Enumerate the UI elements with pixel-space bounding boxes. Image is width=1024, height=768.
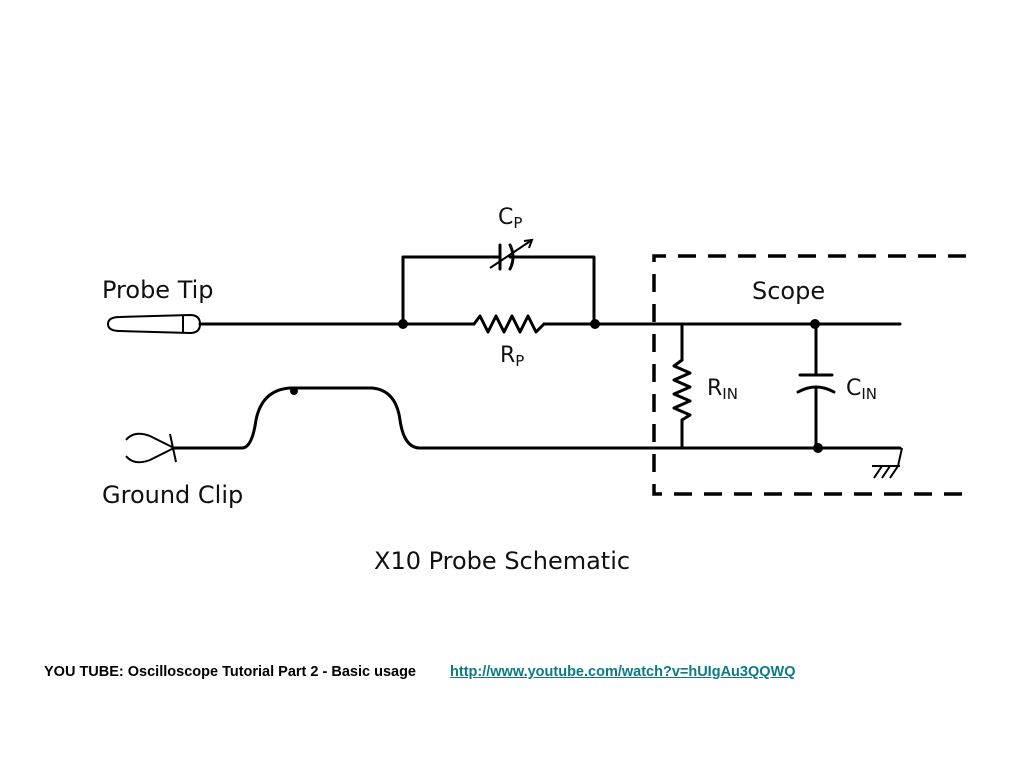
probe-tip-icon [106, 313, 202, 335]
probe-schematic-diagram: Probe Tip Ground Clip Scope CP RP RIN CI… [102, 205, 966, 575]
ground-clip-icon [125, 432, 177, 464]
cin-capacitor [796, 322, 836, 450]
scope-label: Scope [752, 277, 825, 305]
footer: YOU TUBE: Oscilloscope Tutorial Part 2 -… [44, 664, 1004, 680]
scope-boundary [652, 254, 966, 496]
cin-label: CIN [846, 376, 877, 403]
rin-resistor [672, 322, 692, 450]
rin-label: RIN [707, 376, 738, 403]
junction-dot [590, 319, 600, 329]
rp-label: RP [500, 343, 524, 370]
ground-wire [172, 386, 902, 450]
youtube-link[interactable]: http://www.youtube.com/watch?v=hUIgAu3QQ… [450, 664, 796, 680]
ground-symbol-icon [872, 447, 903, 479]
probe-tip-label: Probe Tip [102, 276, 214, 304]
junction-dot [398, 319, 408, 329]
rp-resistor [472, 314, 546, 334]
cp-label: CP [498, 205, 522, 232]
diagram-title: X10 Probe Schematic [374, 547, 630, 575]
ground-clip-label: Ground Clip [102, 481, 243, 509]
footer-text: YOU TUBE: Oscilloscope Tutorial Part 2 -… [44, 664, 416, 680]
cp-capacitor-branch [401, 238, 596, 326]
